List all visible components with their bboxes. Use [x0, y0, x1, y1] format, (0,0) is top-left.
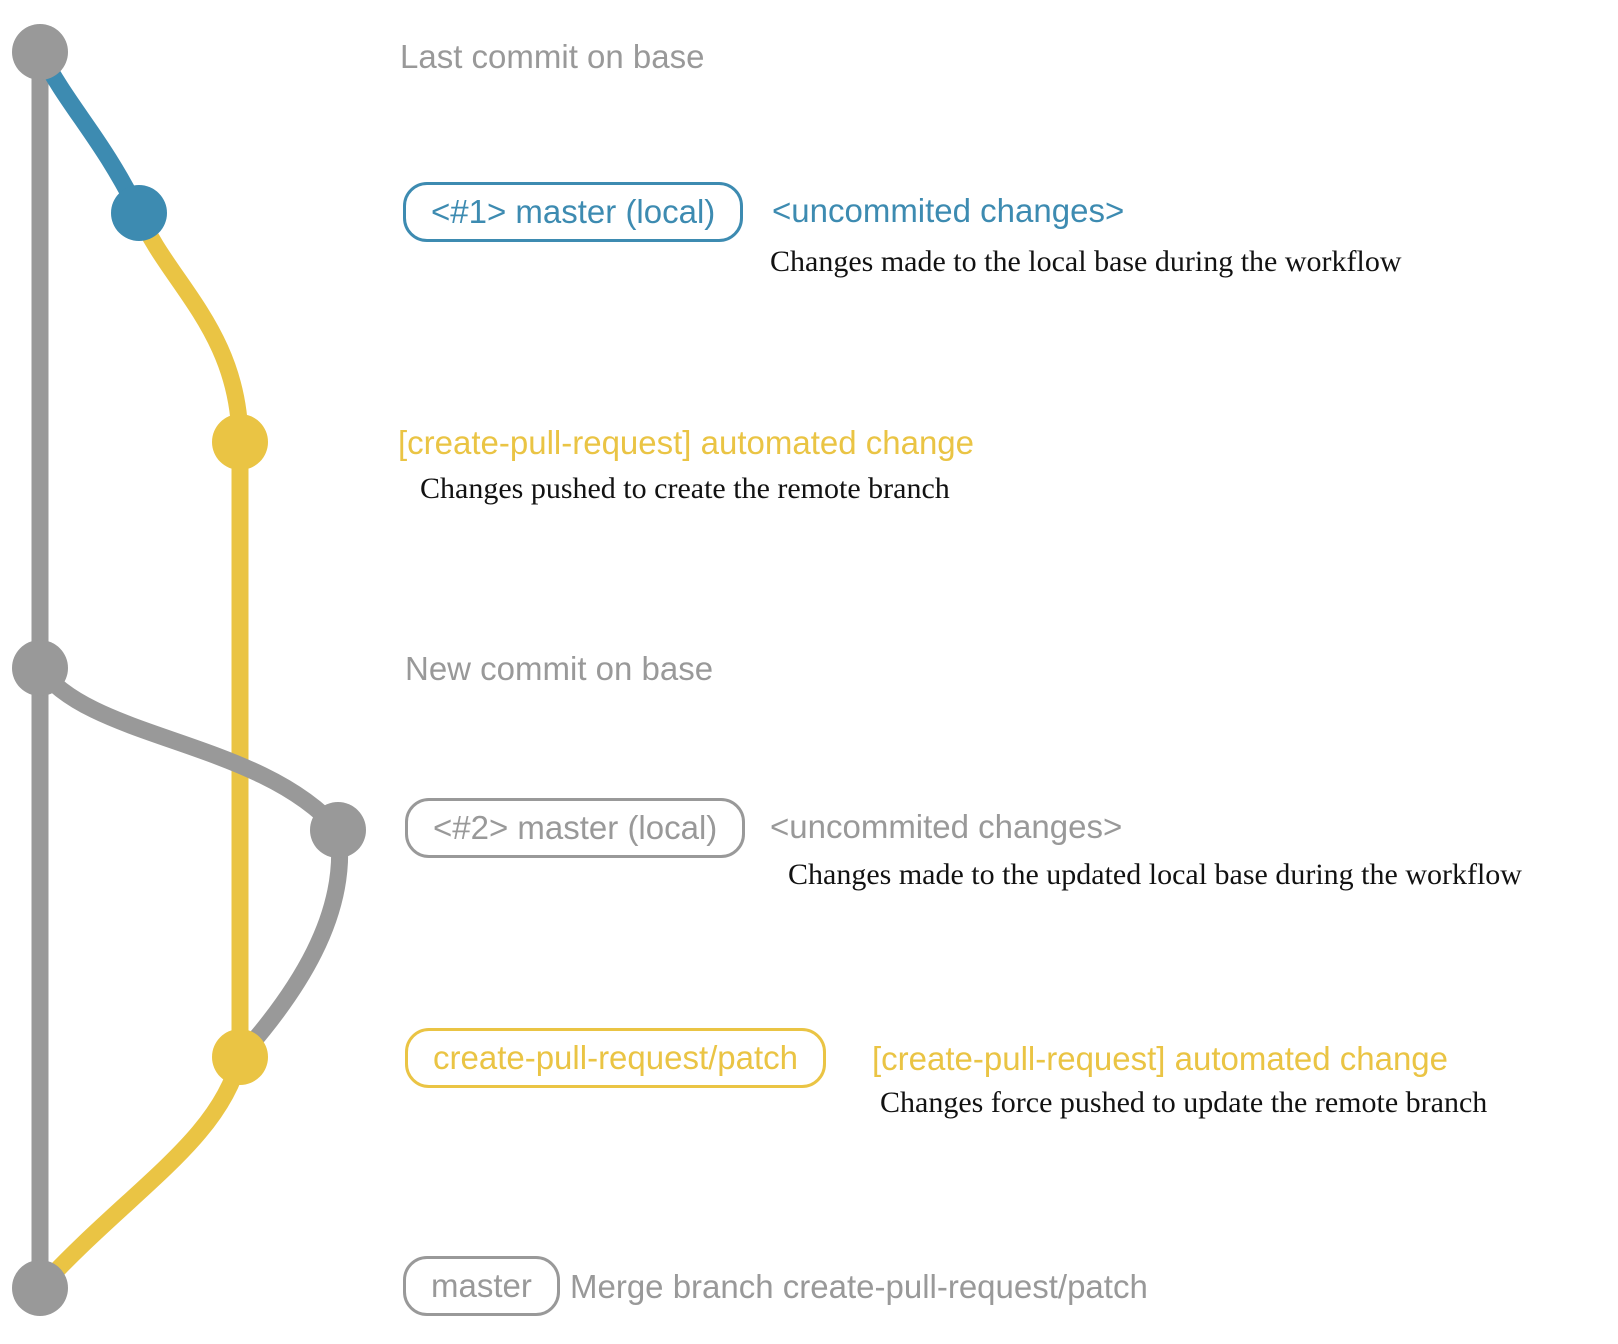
branch-label-create-pull-request-patch: create-pull-request/patch — [405, 1028, 827, 1088]
force-push-curve — [231, 821, 349, 1066]
branch-label-master-local-2: <#2> master (local) — [405, 798, 746, 858]
commit-dot-merge — [12, 1260, 68, 1316]
commit-dot-last-base — [12, 24, 68, 80]
commit-dot-uncommitted-2 — [310, 802, 366, 858]
branch-label-master-local-1: <#1> master (local) — [403, 182, 744, 242]
commit-message-automated-change-2: [create-pull-request] automated change — [872, 1040, 1449, 1077]
local-changes-branch-curve — [31, 43, 148, 222]
description-automated-change-2: Changes force pushed to update the remot… — [880, 1086, 1488, 1119]
commit-dot-patch-push-2 — [212, 1029, 268, 1085]
branch-label-master: master — [403, 1256, 560, 1316]
patch-branch-create-curve — [130, 204, 249, 451]
commit-dot-new-base — [12, 640, 68, 696]
note-last-commit-on-base: Last commit on base — [400, 38, 705, 75]
commit-message-uncommitted-1: <uncommited changes> — [772, 192, 1125, 229]
commit-message-automated-change-1: [create-pull-request] automated change — [398, 424, 975, 461]
description-uncommitted-2: Changes made to the updated local base d… — [788, 858, 1522, 891]
commit-graph — [12, 24, 366, 1316]
commit-dot-patch-push-1 — [212, 414, 268, 470]
commit-dot-uncommitted-1 — [111, 185, 167, 241]
merge-curve — [31, 1048, 249, 1297]
updated-local-changes-branch-curve — [31, 659, 347, 839]
commit-message-merge: Merge branch create-pull-request/patch — [570, 1268, 1148, 1305]
description-uncommitted-1: Changes made to the local base during th… — [770, 245, 1402, 278]
commit-message-uncommitted-2: <uncommited changes> — [770, 808, 1123, 845]
note-new-commit-on-base: New commit on base — [405, 650, 714, 687]
description-automated-change-1: Changes pushed to create the remote bran… — [420, 472, 950, 505]
